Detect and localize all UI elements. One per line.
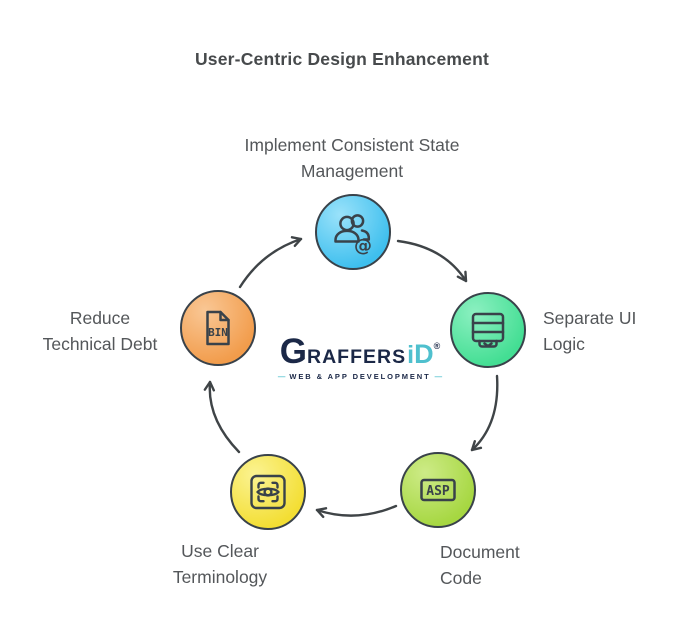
node-separate-ui-logic xyxy=(450,292,526,368)
node-label-reduce-technical-debt: Reduce Technical Debt xyxy=(42,308,158,354)
logo-raffers: RAFFERS xyxy=(307,346,407,368)
at-symbol: @ xyxy=(354,236,372,257)
arrow-debt-to-state xyxy=(238,236,303,289)
node-label-use-clear-terminology: Use Clear Terminology xyxy=(172,541,268,587)
arrow-ui-to-document xyxy=(470,374,499,452)
bin-label: BIN xyxy=(208,326,228,339)
node-use-clear-terminology xyxy=(230,454,306,530)
node-document-code: ASP xyxy=(400,452,476,528)
logo-letter-i: i xyxy=(407,341,415,369)
arrow-term-to-debt xyxy=(203,380,241,454)
logo-letter-d: D xyxy=(414,339,434,369)
node-state-management: @ xyxy=(315,194,391,270)
arrow-state-to-ui xyxy=(396,239,468,283)
arrow-document-to-term xyxy=(315,504,398,518)
tagline-dash-right: — xyxy=(434,372,443,381)
users-at-icon: @ xyxy=(334,214,372,257)
logo-tagline: — WEB & APP DEVELOPMENT — xyxy=(262,372,458,381)
logo-letter-g: G xyxy=(279,332,308,371)
node-reduce-technical-debt: BIN xyxy=(180,290,256,366)
page-title: User-Centric Design Enhancement xyxy=(194,49,490,69)
stack-drawer-icon xyxy=(471,312,505,348)
tagline-text: WEB & APP DEVELOPMENT xyxy=(289,372,431,381)
asp-badge-icon: ASP xyxy=(420,478,456,502)
node-label-state-management: Implement Consistent State Management xyxy=(244,135,460,181)
eye-scan-icon xyxy=(250,474,286,510)
node-label-document-code: Document Code xyxy=(440,542,520,588)
registered-mark: ® xyxy=(433,341,441,351)
asp-label: ASP xyxy=(426,484,450,499)
node-label-separate-ui-logic: Separate UI Logic xyxy=(543,308,637,354)
tagline-dash-left: — xyxy=(277,372,286,381)
bin-file-icon: BIN xyxy=(206,310,230,346)
